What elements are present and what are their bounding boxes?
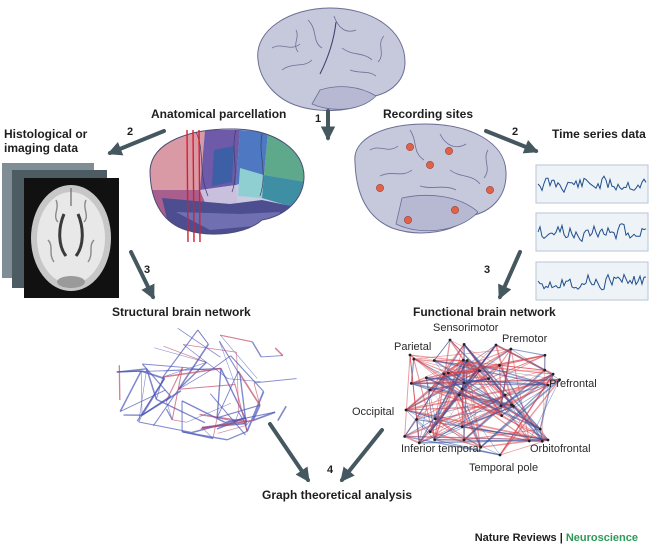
top-brain-illustration [257, 7, 406, 112]
time-series-signal [537, 223, 647, 243]
journal-separator: | [556, 532, 566, 544]
step-number-3-right: 3 [484, 264, 491, 276]
histological-label-line1: Histological or [4, 127, 88, 141]
recording-site [376, 184, 384, 192]
recording-site [406, 143, 414, 151]
structural-network-label: Structural brain network [112, 305, 251, 319]
step-number-2-right: 2 [512, 126, 519, 138]
journal-section: Neuroscience [565, 532, 638, 544]
region-sensorimotor: Sensorimotor [433, 322, 499, 334]
arrow-step-2-left [107, 129, 166, 156]
parcellated-brain-illustration [149, 128, 305, 243]
functional-network-label: Functional brain network [413, 305, 556, 319]
step-number-4: 4 [327, 464, 334, 476]
mri-image-stack [2, 163, 119, 298]
arrow-step-4-right [340, 428, 384, 483]
region-parietal: Parietal [394, 341, 432, 353]
region-premotor: Premotor [502, 333, 548, 345]
recording-site [451, 206, 459, 214]
step-number-3-left: 3 [144, 264, 151, 276]
recording-site [445, 147, 453, 155]
step-number-1: 1 [315, 113, 322, 125]
region-orbitofrontal: Orbitofrontal [530, 443, 591, 455]
structural-network-graph [116, 327, 297, 441]
region-temporal-pole: Temporal pole [469, 462, 539, 474]
region-inferior-temporal: Inferior temporal [401, 443, 482, 455]
region-occipital: Occipital [352, 406, 395, 418]
arrow-step-4-left [268, 422, 310, 483]
flow-arrows [107, 109, 539, 483]
time-series-label: Time series data [552, 127, 646, 141]
journal-credit: Nature Reviews | Neuroscience [475, 532, 638, 544]
arrow-step-3-left [129, 250, 155, 300]
anatomical-parcellation-label: Anatomical parcellation [151, 107, 287, 121]
time-series-signal [537, 273, 647, 291]
step-number-2-left: 2 [127, 126, 134, 138]
functional-network-graph [403, 338, 561, 457]
recording-sites-label: Recording sites [383, 107, 474, 121]
region-prefrontal: Prefrontal [549, 378, 597, 390]
graph-analysis-label: Graph theoretical analysis [262, 488, 413, 502]
histological-label-line2: imaging data [4, 141, 79, 155]
time-series-signal [537, 175, 647, 194]
arrow-step-3-right [498, 250, 522, 300]
time-series-panels [535, 164, 649, 301]
recording-site [486, 186, 494, 194]
recording-brain-illustration [354, 123, 507, 234]
recording-site [404, 216, 412, 224]
arrow-step-2-right [484, 129, 539, 154]
recording-site [426, 161, 434, 169]
journal-name: Nature Reviews [474, 532, 557, 544]
